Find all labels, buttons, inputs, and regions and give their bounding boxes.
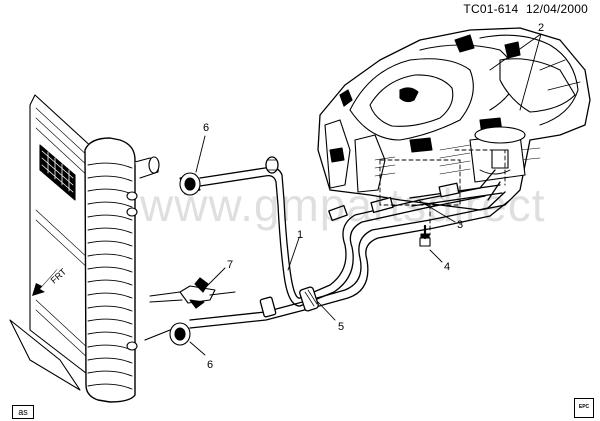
fitting-upper xyxy=(179,172,201,196)
engine-block xyxy=(317,27,591,211)
callout-6-bottom: 6 xyxy=(207,359,213,371)
leader-lines xyxy=(189,33,542,356)
callout-3: 3 xyxy=(457,219,463,231)
watermark-text: www.gmpartsdirect xyxy=(140,179,546,231)
figure-header: TC01-614 12/04/2000 xyxy=(459,2,588,16)
document-icon-label: EPC xyxy=(578,404,590,410)
figure-code: TC01-614 xyxy=(463,2,519,16)
callout-1: 1 xyxy=(297,229,303,241)
callout-5: 5 xyxy=(338,321,344,333)
cooler-lines xyxy=(189,156,511,329)
tank-ribs xyxy=(87,162,133,390)
callout-7: 7 xyxy=(227,259,233,271)
detail-dashes xyxy=(379,149,506,236)
document-icon: EPC xyxy=(574,398,594,418)
front-arrow-icon xyxy=(32,268,58,296)
callout-4: 4 xyxy=(444,261,450,273)
figure-date: 12/04/2000 xyxy=(525,2,588,16)
radiator xyxy=(9,94,160,403)
bolt xyxy=(419,224,431,247)
fitting-lower xyxy=(144,322,191,346)
callout-6-top: 6 xyxy=(203,122,209,134)
figure-badge: as xyxy=(12,405,34,419)
line-clip xyxy=(149,277,236,309)
callout-2: 2 xyxy=(538,22,544,34)
